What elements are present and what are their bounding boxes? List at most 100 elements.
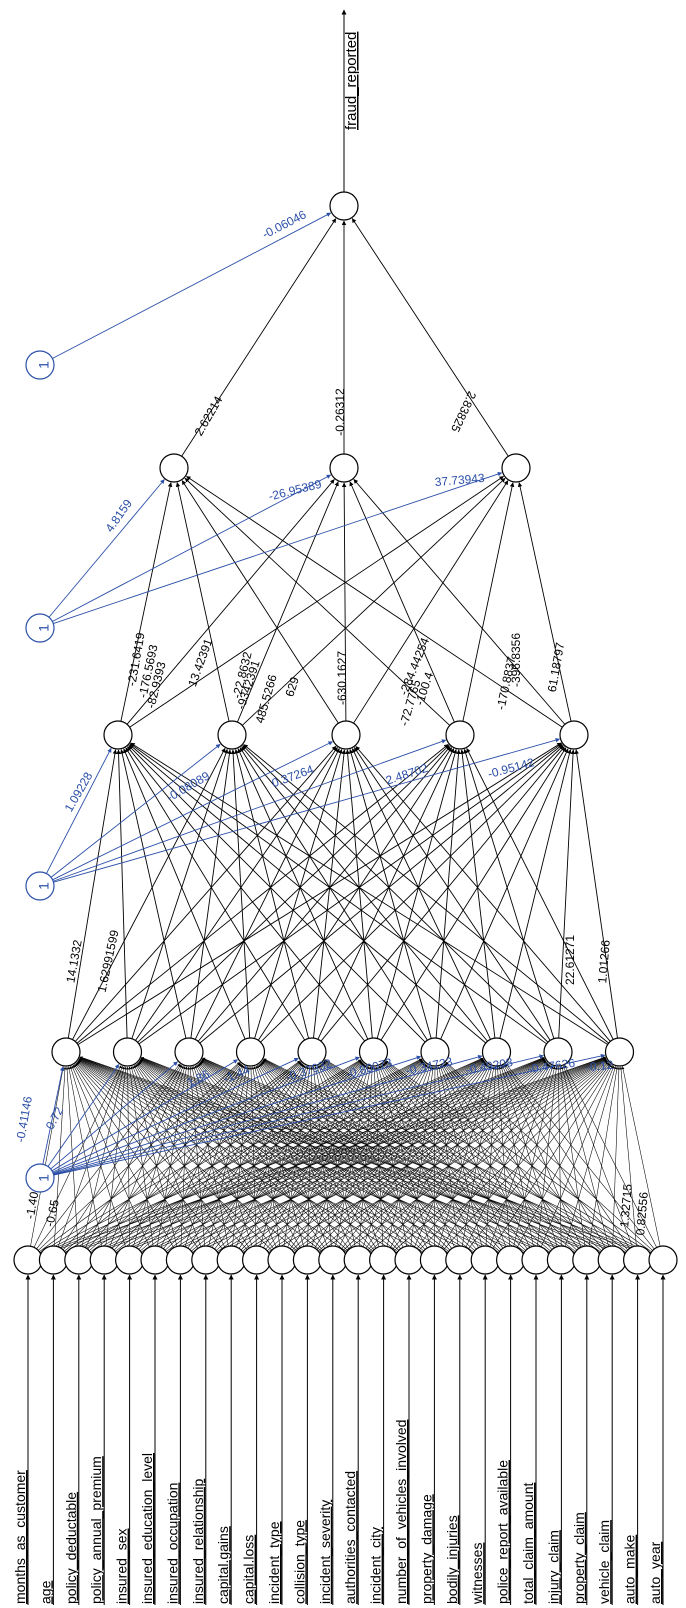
bias-edges [42,212,606,1176]
input-label-13: authorities_contacted [342,1471,358,1604]
edge-h1-2-h2-2 [194,748,340,1040]
bias-edge-h2-3 [53,739,447,882]
edge-input-8-h1-9 [243,1058,607,1254]
edge-input-2-h1-0 [65,1066,79,1247]
weight-bias-h1-0: -0.41146 [13,1095,35,1144]
edge-h1-4-h2-3 [317,748,455,1040]
edge-input-25-h1-7 [505,1063,655,1250]
input-label-16: property_damage [418,1494,434,1604]
input-node-10 [267,1245,297,1275]
edge-input-20-h1-2 [201,1059,525,1254]
bias-edge-h3-2 [53,471,503,624]
input-node-0 [13,1245,43,1275]
edge-h1-4-h2-4 [320,746,565,1042]
edge-input-9-h1-4 [259,1066,309,1247]
edge-input-25-h1-9 [621,1066,661,1247]
edge-input-25-h1-1 [141,1057,651,1256]
edge-input-24-h1-6 [445,1062,629,1251]
input-node-13 [343,1245,373,1275]
input-node-19 [496,1245,526,1275]
edge-input-23-h1-1 [141,1057,600,1255]
edge-h1-9-h2-4 [574,749,618,1039]
edge-input-24-h1-5 [385,1061,627,1252]
bias-edge-h3-1 [52,474,332,622]
edge-input-2-h1-8 [91,1057,545,1255]
input-label-9: capital.loss [241,1535,257,1604]
edge-input-0-h1-6 [40,1058,422,1254]
edge-h2-2-h3-1 [341,482,347,722]
hidden2-node-3 [445,720,475,750]
edge-h1-1-h2-0 [116,749,128,1039]
edge-input-16-h1-6 [433,1066,437,1247]
input-node-3 [89,1245,119,1275]
input-node-14 [369,1245,399,1275]
edge-input-2-h1-7 [91,1058,484,1255]
edge-input-18-h1-1 [140,1059,474,1254]
edge-input-4-h1-3 [136,1064,244,1249]
edge-input-19-h1-2 [201,1059,499,1253]
edge-input-19-h1-3 [262,1061,500,1252]
edge-h1-6-h2-1 [239,747,428,1041]
edge-input-22-h1-2 [202,1058,575,1254]
input-label-15: number_of_vehicles_involved [393,1420,409,1604]
edge-h1-7-h2-2 [352,748,491,1040]
edge-input-21-h1-4 [323,1061,551,1252]
edge-input-18-h1-9 [492,1064,612,1249]
edge-input-22-h1-4 [323,1060,576,1252]
bias-edge-h1-4 [52,1057,299,1173]
input-node-6 [165,1245,195,1275]
weight-input-h1-1: -0.65 [42,1198,61,1228]
edge-input-19-h1-1 [140,1058,499,1254]
edge-input-2-h1-2 [85,1065,183,1248]
edge-input-12-h1-0 [77,1061,322,1252]
input-label-12: incident_severity [317,1500,333,1604]
edge-input-17-h1-6 [435,1066,459,1247]
edge-input-0-h1-5 [39,1059,361,1254]
edge-input-6-h1-0 [72,1064,174,1248]
bias-edge-h2-1 [50,743,221,878]
weight-bias-h2-0: 1.09228 [62,769,96,814]
weight-bias-out: -0.06046 [260,207,309,241]
input-node-15 [394,1245,424,1275]
input-node-8 [216,1245,246,1275]
edge-h2-1-h3-0 [175,482,230,722]
input-node-23 [597,1245,627,1275]
edge-input-5-h1-1 [128,1066,154,1247]
edge-input-3-h1-2 [109,1065,184,1248]
edge-input-3-h1-4 [113,1062,302,1251]
edge-h1-8-h2-4 [558,749,576,1039]
edge-input-16-h1-3 [260,1063,426,1250]
input-label-4: insured_sex [114,1529,130,1605]
output-node [329,191,359,221]
hidden2-node-1 [217,720,247,750]
edge-h1-1-h2-2 [135,746,338,1041]
edge-input-21-h1-7 [500,1066,558,1247]
edge-h1-3-h2-3 [257,747,453,1041]
weight-edges [30,9,661,1256]
edge-input-25-h1-0 [79,1056,650,1256]
edge-h1-4-h2-0 [125,747,306,1041]
edge-input-19-h1-8 [513,1066,556,1247]
edge-input-23-h1-6 [444,1063,604,1250]
edge-h1-8-h2-2 [353,747,551,1041]
edge-input-19-h1-5 [381,1064,504,1249]
input-node-22 [572,1245,602,1275]
edge-h1-6-h2-2 [348,749,432,1039]
edge-input-13-h1-0 [77,1060,347,1253]
weight-input-h1-0: -1.40 [23,1190,42,1220]
edge-input-0-h1-0 [30,1066,65,1247]
edge-input-5-h1-2 [156,1066,188,1247]
input-node-1 [38,1245,69,1275]
input-node-9 [242,1245,272,1275]
edge-input-20-h1-0 [79,1057,524,1255]
weight-bias-h3-0: 4.8159 [102,496,135,534]
input-label-11: collision_type [291,1520,307,1604]
bias-edge-h1-5 [52,1056,360,1174]
bias-node-label-1: 1 [36,1174,52,1182]
edge-input-10-h1-1 [136,1063,274,1249]
input-label-17: bodily_injuries [444,1515,460,1604]
hidden3-node-0 [159,453,189,483]
edge-h1-2-h2-0 [119,749,187,1039]
